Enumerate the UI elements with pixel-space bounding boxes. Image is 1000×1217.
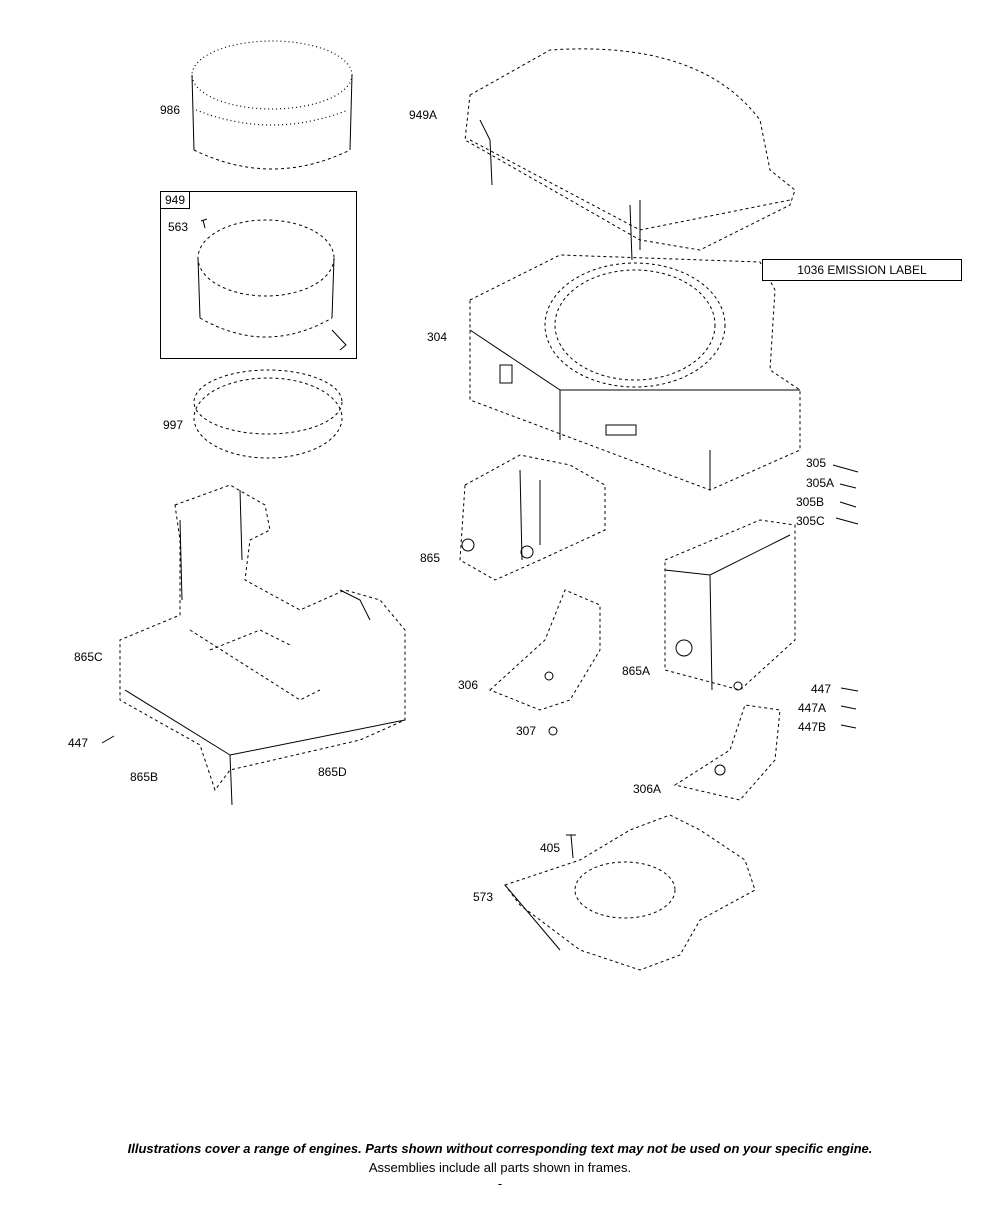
label-304: 304 <box>427 330 448 344</box>
label-986: 986 <box>160 103 181 117</box>
label-573: 573 <box>473 890 494 904</box>
label-405: 405 <box>540 841 561 855</box>
label-865D: 865D <box>318 765 347 779</box>
label-865C: 865C <box>74 650 103 664</box>
label-306: 306 <box>458 678 479 692</box>
assembly-frame-949 <box>160 191 357 359</box>
label-865A: 865A <box>622 664 651 678</box>
baffle-plate-306 <box>489 589 601 711</box>
footer-mark: - <box>497 1176 503 1191</box>
assembly-note: Assemblies include all parts shown in fr… <box>368 1160 632 1175</box>
precleaner-ring-997 <box>193 369 343 459</box>
label-447-left: 447 <box>68 736 89 750</box>
label-865B: 865B <box>130 770 159 784</box>
air-filter-element-986 <box>191 40 353 170</box>
base-plate-573 <box>504 814 756 971</box>
label-949: 949 <box>160 191 191 209</box>
label-563: 563 <box>168 220 189 234</box>
label-306A: 306A <box>633 782 662 796</box>
label-1036-emission: 1036 EMISSION LABEL <box>762 259 962 281</box>
label-305B: 305B <box>796 495 825 509</box>
label-305: 305 <box>806 456 827 470</box>
label-305A: 305A <box>806 476 835 490</box>
blower-housing-304 <box>469 254 801 491</box>
baffle-plate-306A <box>673 704 781 801</box>
housing-cover-949A <box>464 48 796 261</box>
air-filter-cover-949 <box>197 218 347 351</box>
baffle-865 <box>459 454 606 581</box>
disclaimer-text: Illustrations cover a range of engines. … <box>127 1141 873 1156</box>
label-305C: 305C <box>796 514 825 528</box>
label-447B: 447B <box>798 720 827 734</box>
baffle-865A <box>664 519 796 691</box>
baffle-assembly-865B-865C-865D <box>119 484 406 806</box>
label-997: 997 <box>163 418 184 432</box>
label-865: 865 <box>420 551 441 565</box>
label-307: 307 <box>516 724 537 738</box>
label-447: 447 <box>811 682 832 696</box>
fasteners <box>101 464 859 859</box>
label-949A: 949A <box>409 108 438 122</box>
label-447A: 447A <box>798 701 827 715</box>
